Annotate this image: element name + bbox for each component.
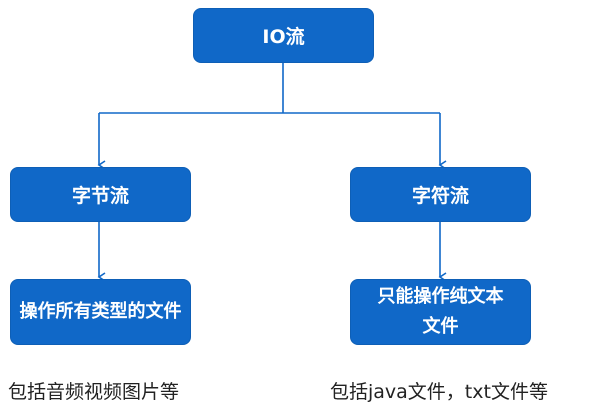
root-node-label: IO流 [262,26,305,48]
root-node-io-stream: IO流 [193,8,374,63]
node-char-stream: 字符流 [350,167,531,222]
node-char-stream-description: 只能操作纯文本文件 [350,279,531,345]
char-stream-note: 包括java文件，txt文件等 [330,381,548,403]
byte-stream-description-text: 操作所有类型的文件 [19,301,182,322]
char-stream-description-text: 只能操作纯文本文件 [377,286,504,337]
byte-stream-note: 包括音频视频图片等 [8,381,180,403]
node-byte-stream-description: 操作所有类型的文件 [10,279,191,345]
byte-stream-label: 字节流 [71,185,129,207]
char-stream-label: 字符流 [411,185,469,207]
node-byte-stream: 字节流 [10,167,191,222]
